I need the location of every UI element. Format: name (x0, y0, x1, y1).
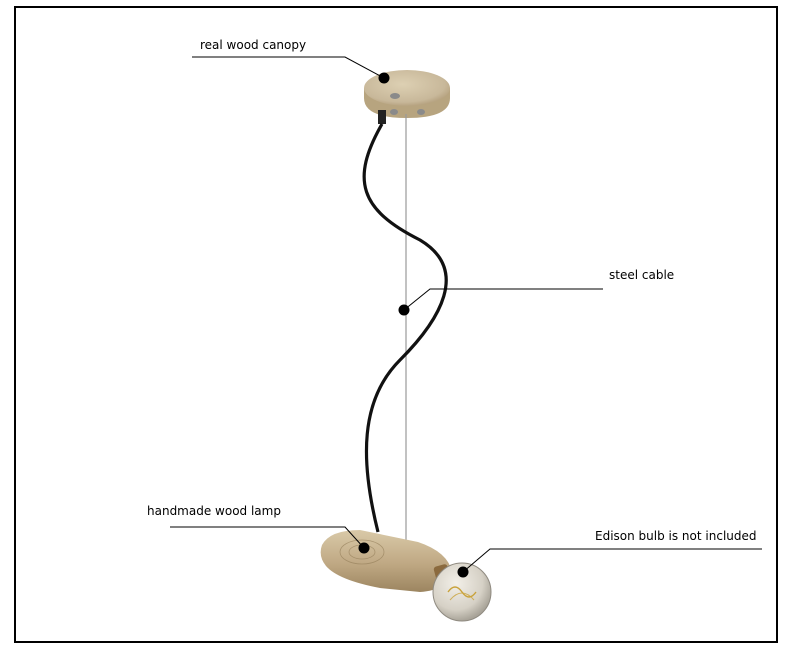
callout-dot-lamp (358, 542, 370, 554)
callout-dot-canopy (378, 72, 390, 84)
label-edison-bulb-note: Edison bulb is not included (595, 529, 757, 543)
wood-lamp-body (320, 530, 453, 592)
leader-line-bulb (462, 548, 762, 573)
callout-dot-bulb (457, 566, 469, 578)
wood-canopy (364, 70, 450, 124)
cord-grip (378, 110, 386, 124)
callout-dot-cable (398, 304, 410, 316)
power-cord (362, 123, 448, 533)
label-steel-cable: steel cable (609, 268, 674, 282)
canopy-screw (390, 109, 398, 115)
filament (447, 586, 477, 598)
edison-bulb (432, 562, 492, 622)
leader-line-lamp (170, 526, 365, 549)
canopy-screw (417, 109, 425, 115)
leader-line-canopy (192, 56, 385, 79)
label-handmade-wood-lamp: handmade wood lamp (147, 504, 281, 518)
label-real-wood-canopy: real wood canopy (200, 38, 306, 52)
leader-line-cable (403, 288, 603, 311)
